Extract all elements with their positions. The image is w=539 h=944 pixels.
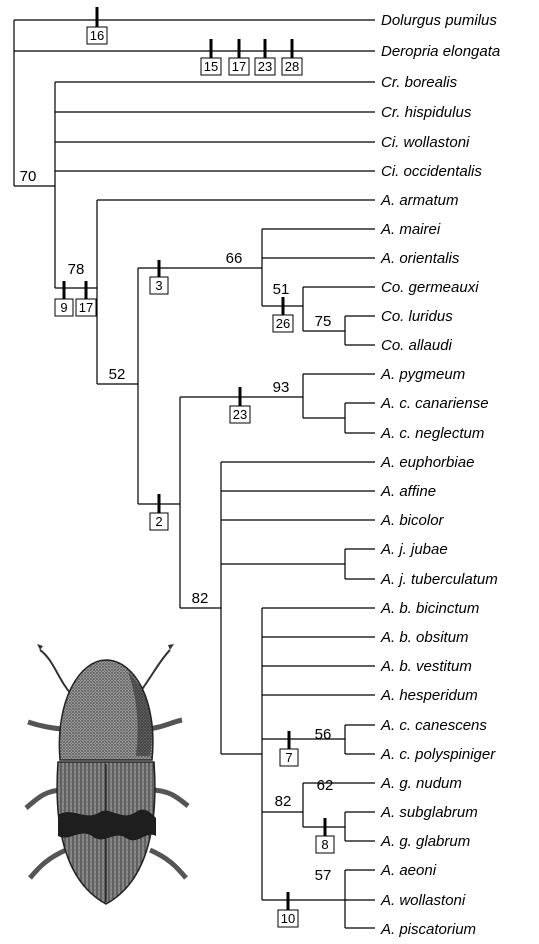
taxon-label: A. g. glabrum <box>380 833 470 850</box>
character-mark: 10 <box>281 911 295 926</box>
character-mark: 17 <box>79 300 93 315</box>
taxon-label: A. mairei <box>380 221 441 238</box>
taxon-label: A. c. canescens <box>380 717 487 734</box>
taxon-label: A. b. bicinctum <box>380 600 479 617</box>
taxon-label: Co. allaudi <box>381 337 453 354</box>
character-mark: 7 <box>285 750 292 765</box>
taxon-label: A. bicolor <box>380 512 445 529</box>
taxon-label: Ci. occidentalis <box>381 163 482 180</box>
taxon-label: Deropria elongata <box>381 43 500 60</box>
taxon-label: A. aeoni <box>380 862 437 879</box>
taxon-label: A. g. nudum <box>380 775 462 792</box>
taxon-label: A. affine <box>380 483 436 500</box>
support-value: 75 <box>315 313 332 330</box>
support-value: 93 <box>273 379 290 396</box>
taxon-label: A. hesperidum <box>380 687 478 704</box>
support-value: 56 <box>315 726 332 743</box>
taxon-label: A. c. polyspiniger <box>380 746 496 763</box>
support-value: 62 <box>317 777 334 794</box>
support-value: 57 <box>315 867 332 884</box>
character-mark: 26 <box>276 316 290 331</box>
support-value: 82 <box>275 793 292 810</box>
taxon-label: A. j. tuberculatum <box>380 571 498 588</box>
support-value: 51 <box>273 281 290 298</box>
taxon-label: Co. luridus <box>381 308 453 325</box>
character-mark: 2 <box>155 514 162 529</box>
taxon-label: A. wollastoni <box>380 892 466 909</box>
taxon-label: Cr. borealis <box>381 74 458 91</box>
taxon-label: A. armatum <box>380 192 459 209</box>
taxon-label: A. subglabrum <box>380 804 478 821</box>
character-mark: 9 <box>60 300 67 315</box>
support-value: 82 <box>192 590 209 607</box>
support-value: 52 <box>109 366 126 383</box>
character-mark: 16 <box>90 28 104 43</box>
character-mark: 23 <box>258 59 272 74</box>
character-mark: 8 <box>321 837 328 852</box>
support-value: 66 <box>226 250 243 267</box>
taxon-label: A. c. neglectum <box>380 425 484 442</box>
character-mark: 3 <box>155 278 162 293</box>
taxon-label: A. c. canariense <box>380 395 489 412</box>
taxon-labels: Dolurgus pumilus Deropria elongata Cr. b… <box>380 12 500 938</box>
taxon-label: A. pygmeum <box>380 366 465 383</box>
taxon-label: Co. germeauxi <box>381 279 479 296</box>
taxon-label: A. euphorbiae <box>380 454 474 471</box>
taxon-label: A. piscatorium <box>380 921 476 938</box>
character-mark: 23 <box>233 407 247 422</box>
taxon-label: Cr. hispidulus <box>381 104 472 121</box>
taxon-label: A. b. vestitum <box>380 658 472 675</box>
support-value: 70 <box>20 168 37 185</box>
taxon-label: A. orientalis <box>380 250 460 267</box>
support-value: 78 <box>68 261 85 278</box>
taxon-label: Dolurgus pumilus <box>381 12 497 29</box>
taxon-label: A. j. jubae <box>380 541 448 558</box>
character-mark: 28 <box>285 59 299 74</box>
beetle-illustration <box>26 644 188 904</box>
taxon-label: Ci. wollastoni <box>381 134 470 151</box>
taxon-label: A. b. obsitum <box>380 629 469 646</box>
character-mark: 17 <box>232 59 246 74</box>
character-mark: 15 <box>204 59 218 74</box>
